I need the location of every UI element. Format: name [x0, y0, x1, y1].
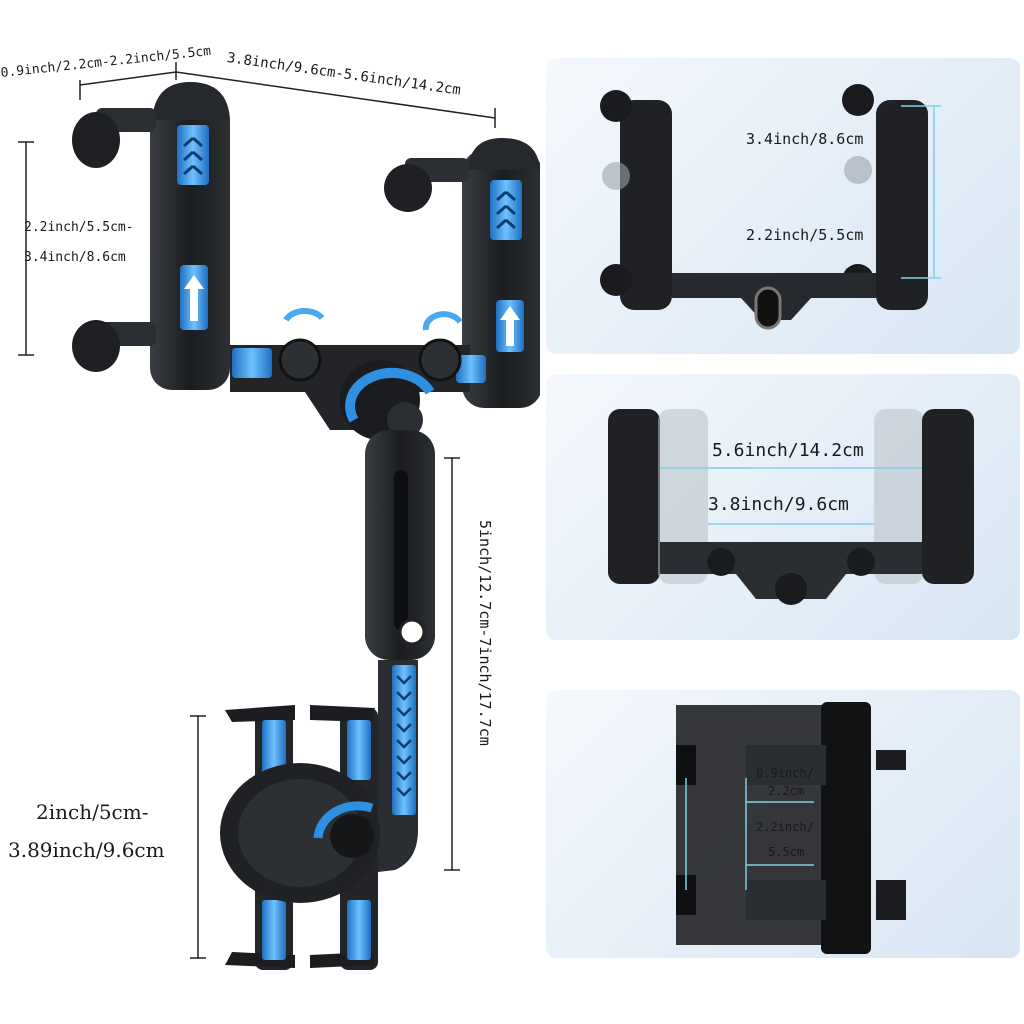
clamp-height-min-label: 2.2inch/5.5cm-: [24, 220, 134, 235]
height-min-label: 2.2inch/5.5cm: [746, 226, 864, 244]
upper-left-clamp: [72, 82, 230, 390]
depth-view-drawing: [676, 702, 906, 954]
width-view-drawing: [608, 409, 974, 605]
holder-width-max-label: 3.89inch/9.6cm: [8, 838, 165, 862]
height-adjust-panel: 3.4inch/8.6cm 2.2inch/5.5cm: [546, 58, 1020, 354]
clamp-height-max-label: 3.4inch/8.6cm: [24, 250, 126, 265]
rotate-arrow-icon: [422, 311, 463, 331]
extension-arm: [365, 430, 435, 872]
main-product-illustration: 0.9inch/2.2cm-2.2inch/5.5cm 3.8inch/9.6c…: [0, 44, 540, 970]
depth-adjust-panel: 0.9inch/ 2.2cm 2.2inch/ 5.5cm: [546, 690, 1020, 958]
width-adjust-panel: 5.6inch/14.2cm 3.8inch/9.6cm: [546, 374, 1020, 640]
depth-min-label-a: 0.9inch/: [756, 766, 814, 780]
rotate-arrow-icon: [313, 801, 374, 839]
height-max-label: 3.4inch/8.6cm: [746, 130, 864, 148]
depth-min-label-b: 2.2cm: [768, 784, 805, 798]
y-bridge: [230, 308, 486, 440]
width-max-label: 5.6inch/14.2cm: [712, 440, 864, 461]
upper-right-clamp: [384, 138, 540, 408]
dimension-lines: [18, 62, 496, 959]
phone-cradle: [220, 705, 380, 970]
width-min-label: 3.8inch/9.6cm: [708, 494, 849, 515]
rotate-arrow-icon: [283, 308, 325, 322]
phone-holder-drawing: [18, 62, 540, 970]
arm-length-range-label: 5inch/12.7cm-7inch/17.7cm: [476, 520, 494, 746]
rotate-arrow-icon: [345, 367, 435, 423]
depth-max-label-b: 5.5cm: [768, 845, 805, 859]
depth-max-label-a: 2.2inch/: [756, 820, 814, 834]
holder-width-min-label: 2inch/5cm-: [36, 800, 149, 824]
height-view-drawing: [600, 84, 941, 330]
